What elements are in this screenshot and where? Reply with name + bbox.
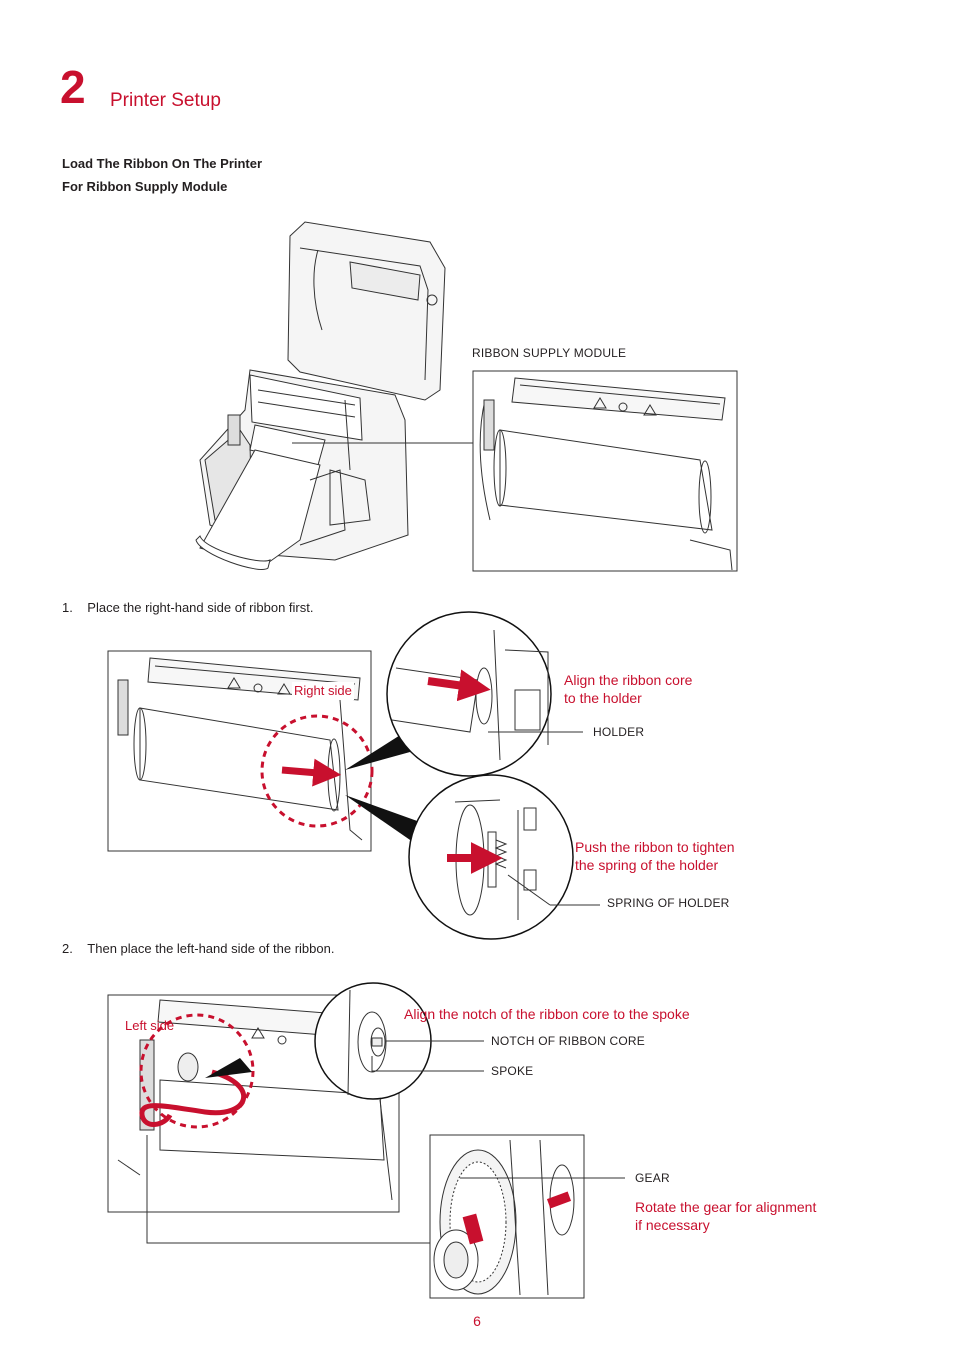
rotation-arrow	[139, 1069, 246, 1127]
right-side-arrow	[281, 758, 342, 787]
section-subheading: For Ribbon Supply Module	[62, 179, 228, 194]
align-ribbon-note-line1: Align the ribbon core	[564, 672, 693, 688]
notch-of-ribbon-core-label: NOTCH OF RIBBON CORE	[491, 1034, 646, 1048]
spoke-label: SPOKE	[491, 1064, 534, 1078]
page-number: 6	[473, 1313, 481, 1329]
align-notch-note: Align the notch of the ribbon core to th…	[404, 1006, 690, 1022]
left-side-label: Left side	[125, 1018, 175, 1033]
push-ribbon-note-line1: Push the ribbon to tighten	[575, 839, 735, 855]
printer-illustration	[195, 221, 446, 570]
gear-arrow-left	[462, 1213, 484, 1245]
step-1-text: 1. Place the right-hand side of ribbon f…	[62, 600, 314, 615]
rotate-gear-note-line2: if necessary	[635, 1217, 710, 1233]
section-heading: Load The Ribbon On The Printer	[62, 156, 263, 171]
chapter-number: 2	[60, 61, 86, 113]
left-side-highlight	[139, 1013, 255, 1129]
push-ribbon-note-line2: the spring of the holder	[575, 857, 719, 873]
spring-zoom	[408, 774, 574, 940]
chapter-title: Printer Setup	[110, 90, 221, 111]
right-side-highlight	[260, 714, 374, 828]
ribbon-supply-module-label: RIBBON SUPPLY MODULE	[472, 346, 627, 360]
gear-detail	[429, 1134, 585, 1299]
gear-label: GEAR	[635, 1171, 670, 1185]
ribbon-module-detail	[472, 370, 738, 572]
step-2-text: 2. Then place the left-hand side of the …	[62, 941, 335, 956]
notch-zoom	[314, 982, 432, 1100]
right-side-label: Right side	[292, 682, 354, 700]
holder-label: HOLDER	[593, 725, 645, 739]
rotate-gear-note-line1: Rotate the gear for alignment	[635, 1199, 817, 1215]
align-ribbon-note-line2: to the holder	[564, 690, 642, 706]
holder-zoom	[386, 611, 552, 777]
gear-arrow-right	[546, 1191, 572, 1209]
right-side-illustration	[107, 650, 372, 852]
spring-of-holder-label: SPRING OF HOLDER	[607, 896, 730, 910]
